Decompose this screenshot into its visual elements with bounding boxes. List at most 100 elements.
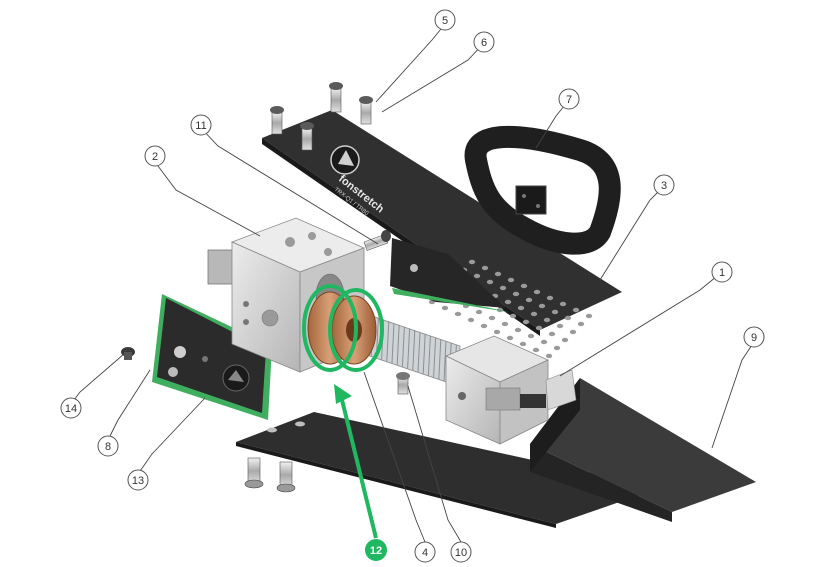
highlight-arrow: [334, 384, 378, 539]
perforation-hole: [533, 289, 541, 295]
callout-8-label: 8: [105, 441, 111, 453]
perforation-hole: [543, 317, 551, 323]
perforation-hole: [556, 323, 564, 329]
perforation-hole: [525, 297, 533, 303]
perforation-hole: [532, 347, 540, 353]
part-12-bronze-nut: [302, 284, 384, 372]
perforation-hole: [546, 295, 554, 301]
perforation-hole: [473, 273, 481, 279]
perforation-hole: [454, 311, 462, 317]
perforation-hole: [548, 331, 556, 337]
perforation-hole: [522, 319, 530, 325]
screw: [359, 96, 373, 125]
callout-2: 2: [144, 145, 166, 167]
perforation-hole: [535, 325, 543, 331]
perforation-hole: [494, 271, 502, 277]
perforation-hole: [506, 335, 514, 341]
thread-line: [396, 324, 400, 365]
callout-3: 3: [653, 174, 675, 196]
thread-line: [386, 321, 390, 362]
perforation-hole: [480, 323, 488, 329]
perforation-hole: [509, 313, 517, 319]
callout-4: 4: [414, 541, 436, 563]
callout-14-label: 14: [65, 403, 77, 415]
thread-line: [391, 322, 395, 364]
screw: [300, 122, 314, 151]
part-10-pin: [396, 372, 410, 395]
callout-12-label: 12: [370, 545, 382, 557]
perforation-hole: [512, 291, 520, 297]
perforation-hole: [577, 321, 585, 327]
perforation-hole: [486, 279, 494, 285]
screw: [329, 82, 343, 113]
thread-line: [401, 326, 405, 367]
callout-3-label: 3: [661, 180, 667, 192]
callout-1: 1: [711, 261, 733, 283]
callout-7-label: 7: [566, 94, 572, 106]
base-plate: [236, 412, 660, 528]
callout-8: 8: [97, 435, 119, 457]
thread-line: [417, 331, 421, 373]
callout-13: 13: [127, 469, 149, 491]
perforation-hole: [553, 345, 561, 351]
callout-7: 7: [558, 88, 580, 110]
perforation-hole: [585, 313, 593, 319]
perforation-hole: [499, 285, 507, 291]
perforation-hole: [488, 315, 496, 321]
callout-6: 6: [473, 31, 495, 53]
part-13-side-plate: [152, 294, 272, 420]
callout-4-label: 4: [422, 547, 428, 559]
callout-6-label: 6: [481, 37, 487, 49]
perforation-hole: [514, 327, 522, 333]
perforation-hole: [559, 301, 567, 307]
perforation-hole: [520, 283, 528, 289]
callout-11: 11: [190, 114, 212, 136]
perforation-hole: [441, 305, 449, 311]
callout-5: 5: [434, 9, 456, 31]
perforation-hole: [527, 333, 535, 339]
callout-13-label: 13: [132, 475, 144, 487]
perforation-hole: [564, 315, 572, 321]
perforation-hole: [572, 307, 580, 313]
perforation-hole: [551, 309, 559, 315]
perforation-hole: [468, 259, 476, 265]
perforation-hole: [569, 329, 577, 335]
thread-line: [422, 333, 426, 374]
callout-5-label: 5: [442, 15, 448, 27]
part-1-end-block: [445, 335, 577, 445]
perforation-hole: [561, 337, 569, 343]
callout-1-label: 1: [719, 267, 725, 279]
part-11-bolt: [363, 230, 391, 251]
callout-10-label: 10: [455, 547, 467, 559]
perforation-hole: [519, 341, 527, 347]
perforation-hole: [517, 305, 525, 311]
callout-14: 14: [60, 397, 82, 419]
part-14-small-screw: [121, 347, 135, 360]
perforation-hole: [475, 309, 483, 315]
thread-line: [407, 328, 411, 369]
callout-9-label: 9: [751, 332, 757, 344]
thread-line: [412, 330, 416, 371]
perforation-hole: [538, 303, 546, 309]
perforation-hole: [501, 321, 509, 327]
perforation-hole: [481, 265, 489, 271]
callout-12-highlighted: 12: [365, 539, 387, 561]
callout-2-label: 2: [152, 151, 158, 163]
callout-9: 9: [743, 326, 765, 348]
perforation-hole: [540, 339, 548, 345]
top-screws: [270, 82, 373, 151]
callout-10: 10: [450, 541, 472, 563]
perforation-hole: [467, 317, 475, 323]
perforation-hole: [493, 329, 501, 335]
screw: [270, 106, 284, 135]
perforation-hole: [545, 353, 553, 359]
callout-11-label: 11: [195, 120, 206, 132]
perforation-hole: [530, 311, 538, 317]
part-7-strap: [464, 125, 621, 255]
thread-line: [433, 337, 437, 378]
thread-line: [443, 340, 447, 382]
thread-line: [438, 339, 442, 380]
base-bolts: [244, 457, 296, 493]
perforation-hole: [504, 299, 512, 305]
